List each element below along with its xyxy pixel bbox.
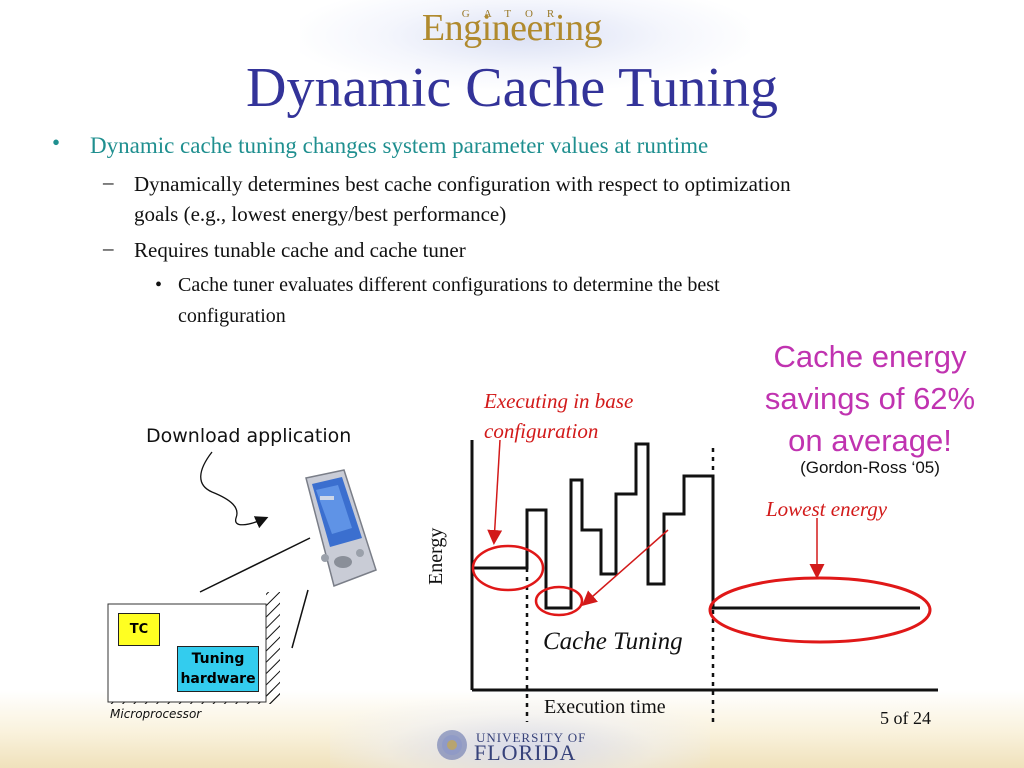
x-axis-label: Execution time bbox=[544, 696, 666, 718]
y-axis-label: Energy bbox=[425, 527, 447, 585]
base-config-label: Executing in base configuration bbox=[484, 386, 633, 446]
connector-line bbox=[291, 589, 309, 649]
bullet-level2-a-line1: Dynamically determines best cache config… bbox=[134, 172, 791, 196]
tc-box: TC bbox=[118, 613, 160, 646]
bullet-level2-b-text: Requires tunable cache and cache tuner bbox=[134, 238, 466, 262]
base-config-line1: Executing in base bbox=[484, 389, 634, 413]
base-config-highlight bbox=[471, 544, 545, 592]
university-name-line1: UNIVERSITY OF bbox=[476, 730, 587, 745]
bullet-marker: • bbox=[52, 130, 61, 155]
citation: (Gordon-Ross ‘05) bbox=[800, 458, 940, 477]
savings-line1: Cache energy bbox=[773, 339, 967, 374]
download-arrow bbox=[200, 451, 269, 529]
tuning-hardware-box: Tuning hardware bbox=[177, 646, 259, 692]
university-seal-icon bbox=[437, 730, 467, 760]
chip-hatch-right bbox=[266, 592, 280, 704]
bullet-level2-a-line2: goals (e.g., lowest energy/best performa… bbox=[134, 202, 507, 226]
dash-marker: – bbox=[103, 170, 114, 194]
tuning-dip-highlight bbox=[534, 585, 584, 617]
brand-logo-text: Engineering bbox=[421, 7, 603, 49]
dash-marker: – bbox=[103, 236, 114, 260]
university-name-line2: FLORIDA bbox=[474, 740, 577, 765]
tuning-label-line2: hardware bbox=[180, 671, 256, 687]
dip-arrow bbox=[581, 529, 669, 606]
base-config-line2: configuration bbox=[484, 419, 599, 443]
page-number: 5 of 24 bbox=[880, 708, 931, 728]
brand-super-text: GATOR bbox=[461, 8, 569, 20]
energy-savings-callout: Cache energy savings of 62% on average! bbox=[735, 336, 1005, 462]
connector-line bbox=[199, 537, 311, 593]
lowest-energy-label: Lowest energy bbox=[766, 497, 888, 521]
bullet-level3-line1: Cache tuner evaluates different configur… bbox=[178, 274, 720, 296]
bullet-level3-line2: configuration bbox=[178, 305, 286, 327]
bullet-marker: • bbox=[155, 274, 163, 296]
bullet-level1-text: Dynamic cache tuning changes system para… bbox=[90, 133, 709, 158]
pda-device-icon bbox=[305, 469, 377, 587]
download-application-label: Download application bbox=[146, 425, 352, 447]
footer-glow bbox=[330, 700, 710, 768]
lowest-energy-highlight bbox=[708, 576, 932, 644]
energy-profile bbox=[474, 442, 920, 610]
microprocessor-label: Microprocessor bbox=[110, 707, 202, 721]
header-banner-glow bbox=[300, 0, 750, 90]
slide-title: Dynamic Cache Tuning bbox=[246, 57, 778, 119]
base-config-arrow bbox=[487, 439, 503, 545]
savings-line2: savings of 62% bbox=[764, 381, 976, 416]
savings-line3: on average! bbox=[788, 423, 952, 458]
tuning-label-line1: Tuning bbox=[191, 651, 245, 667]
cache-tuning-label: Cache Tuning bbox=[543, 628, 683, 655]
